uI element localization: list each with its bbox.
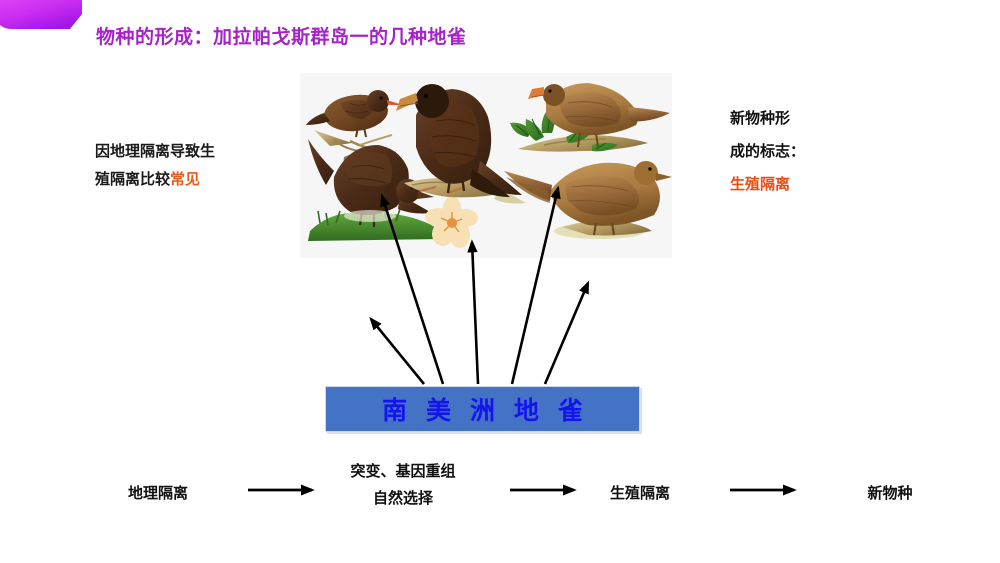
flow-step-reproductive-isolation: 生殖隔离 — [609, 485, 670, 502]
flow-step-mutation-line2: 自然选择 — [372, 490, 433, 507]
flow-step-mutation-recombination: 突变、基因重组 自然选择 — [318, 458, 488, 512]
finch-center — [396, 84, 526, 204]
left-annotation-line2-plain: 殖隔离比较 — [95, 171, 171, 188]
right-annotation-line2: 成的标志： — [730, 143, 806, 160]
corner-shape-path — [0, 0, 82, 29]
finch-illustration — [300, 73, 672, 258]
right-annotation-line1: 新物种形 — [730, 110, 791, 127]
right-annotation: 新物种形 成的标志： 生殖隔离 — [730, 102, 930, 201]
left-annotation-line2: 殖隔离比较常见 — [95, 166, 305, 194]
flow-arrow-1 — [248, 484, 315, 496]
finch-upper-left — [306, 90, 403, 155]
flow-arrow-3 — [730, 484, 797, 496]
left-annotation-highlight: 常见 — [170, 171, 201, 188]
left-annotation-line1: 因地理隔离导致生 — [95, 143, 216, 160]
page-title: 物种的形成：加拉帕戈斯群岛一的几种地雀 — [96, 27, 467, 48]
radiating-arrow-1 — [369, 316, 426, 385]
left-annotation: 因地理隔离导致生 殖隔离比较常见 — [95, 138, 305, 194]
corner-shape-svg — [0, 0, 82, 29]
species-box[interactable]: 南 美 洲 地 雀 — [325, 386, 640, 432]
flow-step-mutation-line1: 突变、基因重组 — [350, 463, 456, 480]
finch-upper-right — [510, 83, 670, 152]
radiating-arrow-3 — [467, 239, 480, 385]
flow-step-new-species: 新物种 — [867, 485, 913, 502]
decorative-corner-shape — [0, 0, 82, 32]
radiating-arrow-5 — [543, 280, 590, 385]
finch-image-panel — [300, 73, 672, 258]
species-box-label: 南 美 洲 地 雀 — [382, 397, 589, 425]
right-annotation-highlight: 生殖隔离 — [730, 176, 791, 193]
flow-diagram: 地理隔离 突变、基因重组 自然选择 生殖隔离 新物种 — [0, 452, 1000, 527]
flow-step-geographic-isolation: 地理隔离 — [127, 485, 188, 502]
flow-arrow-2 — [510, 484, 577, 496]
